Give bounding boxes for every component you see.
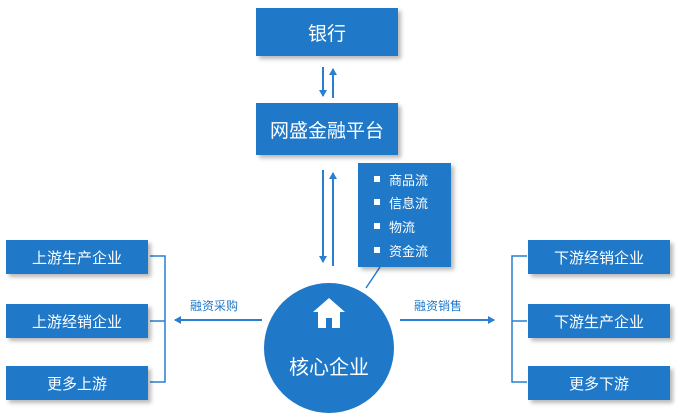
flows-connector — [365, 266, 381, 289]
core-enterprise-node: 核心企业 — [264, 283, 394, 413]
flow-item: 资金流 — [374, 240, 428, 260]
flow-label: 资金流 — [389, 244, 429, 260]
upstream-node-label: 上游经销企业 — [31, 312, 122, 331]
upstream-distribution-node: 上游经销企业 — [6, 304, 148, 338]
right-edge-label: 融资销售 — [414, 299, 463, 313]
platform-label: 网盛金融平台 — [269, 119, 384, 142]
bank-node: 银行 — [256, 8, 398, 56]
flow-label: 商品流 — [389, 173, 429, 189]
bank-label: 银行 — [307, 22, 346, 45]
bullet-icon — [374, 199, 380, 205]
more-downstream-node: 更多下游 — [528, 366, 670, 400]
downstream-node-label: 更多下游 — [568, 374, 629, 393]
house-icon — [313, 298, 345, 328]
more-upstream-node: 更多上游 — [6, 366, 148, 400]
platform-node: 网盛金融平台 — [256, 103, 398, 155]
downstream-production-node: 下游生产企业 — [528, 304, 670, 338]
bullet-icon — [374, 223, 380, 229]
flow-item: 信息流 — [374, 192, 428, 212]
flow-item: 物流 — [374, 216, 415, 236]
bullet-icon — [374, 176, 380, 182]
left-edge-label: 融资采购 — [190, 299, 239, 313]
flow-label: 物流 — [389, 220, 416, 236]
upstream-production-node: 上游生产企业 — [6, 240, 148, 274]
flows-panel: 商品流 信息流 物流 资金流 — [358, 163, 451, 267]
upstream-node-label: 更多上游 — [46, 374, 107, 393]
left-bracket — [150, 255, 166, 383]
flow-item: 商品流 — [374, 169, 428, 189]
right-bracket — [511, 255, 527, 383]
bullet-icon — [374, 247, 380, 253]
downstream-distribution-node: 下游经销企业 — [528, 240, 670, 274]
downstream-node-label: 下游生产企业 — [553, 312, 644, 331]
core-enterprise-label: 核心企业 — [289, 355, 369, 379]
upstream-node-label: 上游生产企业 — [31, 248, 122, 267]
downstream-node-label: 下游经销企业 — [553, 248, 644, 267]
flow-label: 信息流 — [389, 196, 429, 212]
